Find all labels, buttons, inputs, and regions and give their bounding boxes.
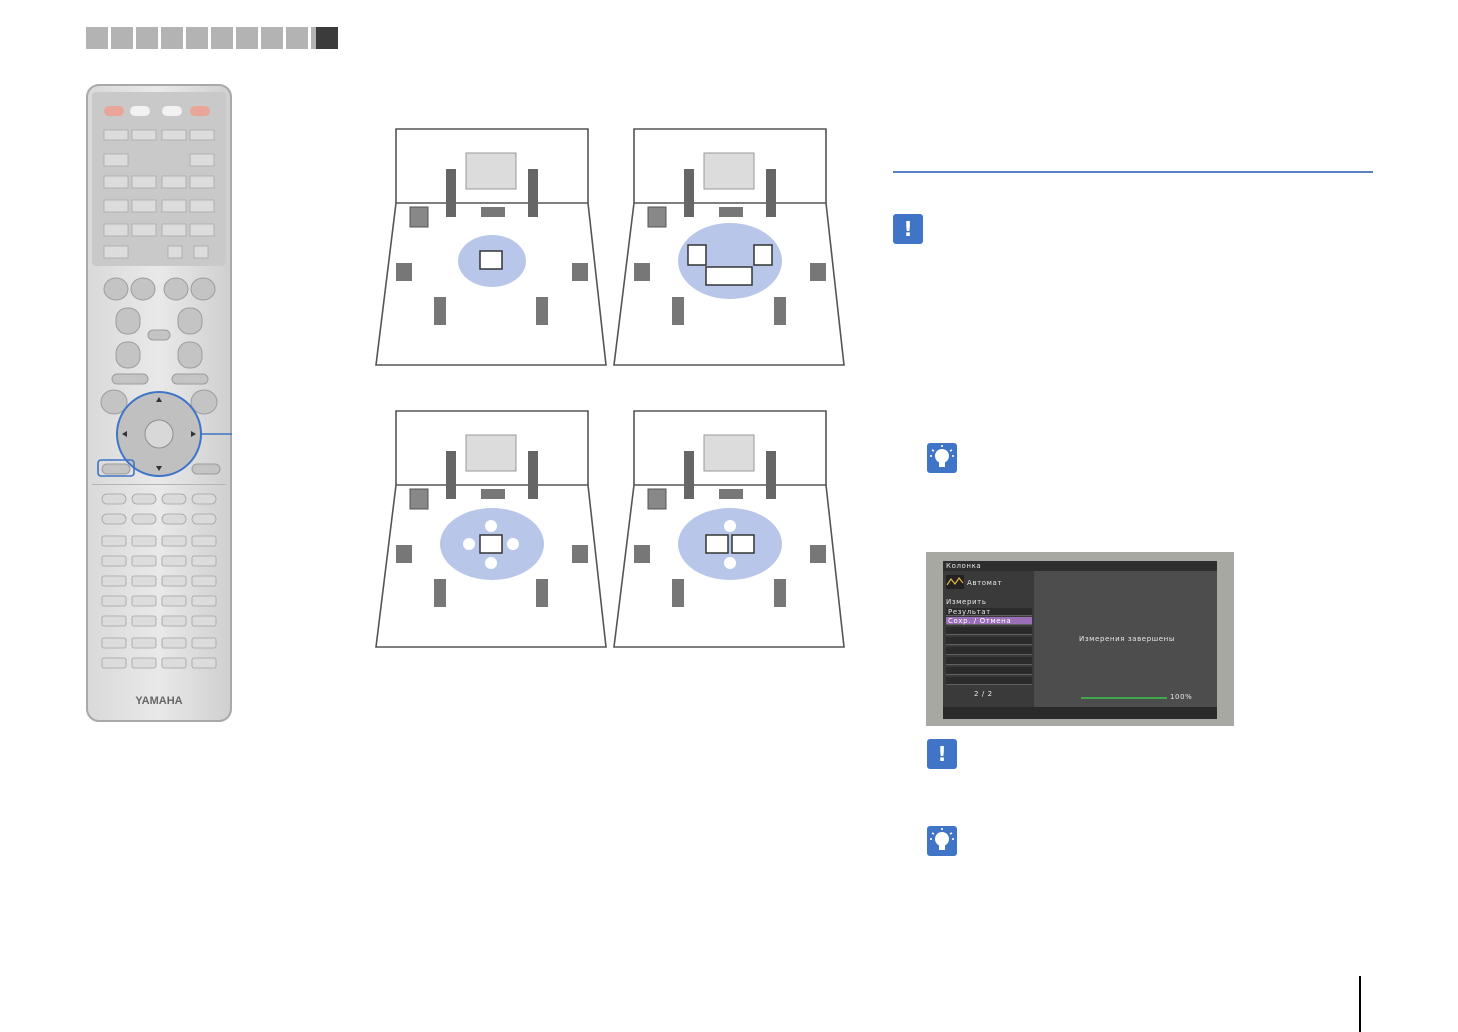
osd-title: Колонка — [943, 561, 1217, 571]
room-outline — [375, 128, 607, 366]
osd-menu-empty-row — [946, 627, 1032, 635]
nav-box-3[interactable] — [136, 27, 158, 49]
room-diagram-single — [375, 128, 607, 366]
nav-box-2[interactable] — [111, 27, 133, 49]
osd-menu-empty-row — [946, 647, 1032, 655]
osd-footer-bar — [943, 707, 1217, 719]
osd-progress-label: 100% — [1170, 693, 1193, 701]
remote-control-illustration: YAMAHA — [86, 84, 232, 722]
osd-screenshot: Колонка Автомат Измерить Результат Сохр.… — [926, 552, 1234, 726]
osd-measure-label: Измерить — [946, 598, 987, 606]
nav-box-7[interactable] — [236, 27, 258, 49]
room-diagram-multipoint-double — [613, 410, 845, 648]
nav-box-current[interactable] — [316, 27, 338, 49]
nav-box-6[interactable] — [211, 27, 233, 49]
lightbulb-icon — [927, 826, 957, 856]
osd-content-panel: Измерения завершены 100% — [1035, 571, 1217, 707]
osd-menu-empty-row — [946, 657, 1032, 665]
nav-box-5[interactable] — [186, 27, 208, 49]
osd-menu-item-result[interactable]: Результат — [946, 608, 1032, 616]
osd-menu-item-label: Сохр. / Отмена — [948, 617, 1012, 625]
nav-box-9[interactable] — [286, 27, 308, 49]
osd-menu-empty-row — [946, 667, 1032, 675]
osd-status-message: Измерения завершены — [1079, 635, 1175, 643]
nav-box-4[interactable] — [161, 27, 183, 49]
osd-progress-track — [1081, 697, 1167, 699]
osd-mode-label: Автомат — [967, 579, 1003, 587]
osd-menu-empty-row — [946, 637, 1032, 645]
exclamation-icon: ! — [927, 739, 957, 769]
page-number-bar — [1359, 976, 1361, 1032]
speaker-graph-icon — [946, 575, 964, 589]
room-diagram-wide — [613, 128, 845, 366]
exclamation-icon: ! — [893, 214, 923, 244]
nav-box-1[interactable] — [86, 27, 108, 49]
section-divider — [893, 171, 1373, 173]
remote-brand-label: YAMAHA — [135, 695, 182, 707]
osd-menu-item-save-cancel[interactable]: Сохр. / Отмена — [946, 617, 1032, 625]
osd-progress-fill — [1081, 697, 1167, 699]
osd-page-indicator: 2 / 2 — [974, 690, 993, 698]
osd-menu-panel: Автомат Измерить Результат Сохр. / Отмен… — [943, 571, 1034, 707]
room-diagram-multipoint-single — [375, 410, 607, 648]
lightbulb-icon — [927, 443, 957, 473]
osd-menu-empty-row — [946, 677, 1032, 685]
nav-box-8[interactable] — [261, 27, 283, 49]
osd-menu-item-label: Результат — [948, 608, 991, 616]
